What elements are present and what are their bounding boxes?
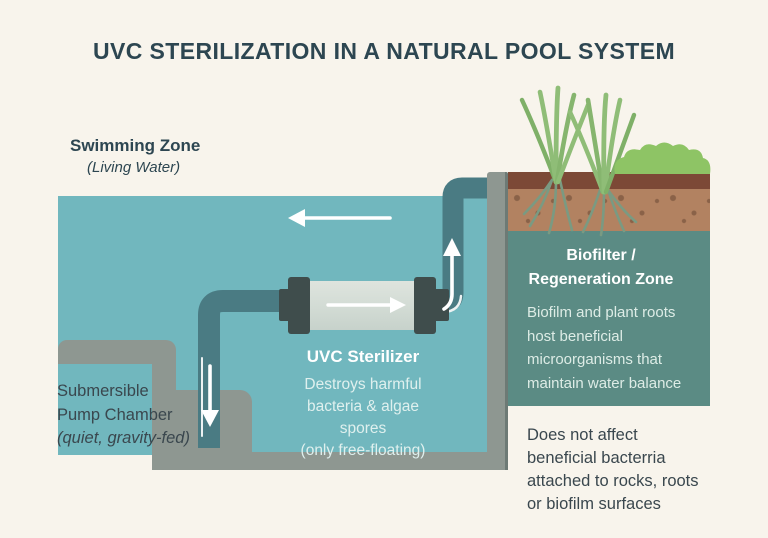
sterilizer-title: UVC Sterilizer xyxy=(306,347,420,366)
sterilizer-desc-line: (only free-floating) xyxy=(300,442,426,459)
sterilizer-right-cap xyxy=(414,277,436,334)
biofilter-water xyxy=(508,231,710,406)
biofilter-desc-line: maintain water balance xyxy=(527,374,682,392)
pool-floor xyxy=(152,452,496,470)
biofilter-desc-line: microorganisms that xyxy=(527,351,663,368)
sterilizer-lamp-body xyxy=(306,281,418,330)
sterilizer-desc-line: bacteria & algae spores xyxy=(306,398,420,437)
swimming-zone-sublabel: (Living Water) xyxy=(87,159,181,176)
sterilizer-label: UVC Sterilizer Destroys harmful bacteria… xyxy=(282,347,444,462)
note-line: or biofilm surfaces xyxy=(527,495,661,513)
pump-chamber-line2: Pump Chamber xyxy=(57,405,173,424)
biofilter-desc-line: host beneficial xyxy=(527,327,623,345)
pump-chamber-label: Submersible Pump Chamber (quiet, gravity… xyxy=(57,380,190,451)
biofilter-description: Biofilm and plant roots host beneficial … xyxy=(527,301,702,395)
swimming-zone-label: Swimming Zone xyxy=(70,136,201,155)
pump-chamber-line1: Submersible xyxy=(57,382,149,400)
separation-wall xyxy=(487,172,508,470)
note-line: beneficial bacterria xyxy=(527,449,666,467)
biofilter-title: Biofilter / Regeneration Zone xyxy=(508,244,694,292)
sterilizer-desc-line: Destroys harmful xyxy=(304,376,422,393)
note-line: attached to rocks, roots xyxy=(527,472,699,490)
biofilter-title-line2: Regeneration Zone xyxy=(528,271,674,288)
biofilter-topsoil xyxy=(508,172,710,189)
biofilter-title-line1: Biofilter / xyxy=(566,247,636,264)
page-title: UVC STERILIZATION IN A NATURAL POOL SYST… xyxy=(92,38,676,64)
pump-chamber-line3: (quiet, gravity-fed) xyxy=(57,429,190,447)
biofilter-soil xyxy=(508,189,710,231)
shrub-icon xyxy=(614,142,711,174)
note-line: Does not affect xyxy=(527,426,638,444)
sterilizer-left-cap xyxy=(288,277,310,334)
biofilter-desc-line: Biofilm and plant roots xyxy=(527,304,676,321)
note-text: Does not affect beneficial bacterria att… xyxy=(527,424,699,516)
